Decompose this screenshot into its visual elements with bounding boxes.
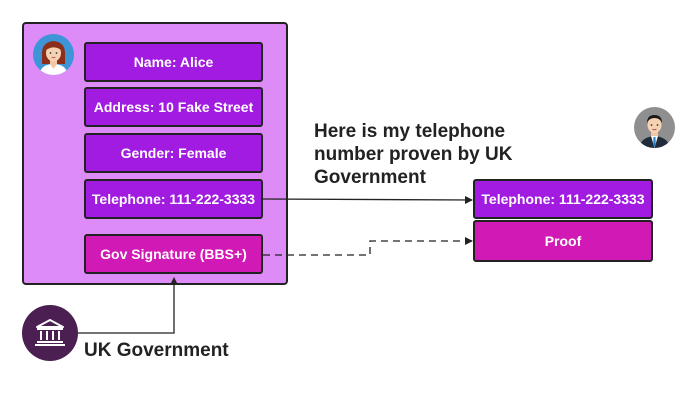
proof-box: Proof <box>473 220 653 262</box>
attribute-name: Name: Alice <box>84 42 263 82</box>
telephone-arrow <box>262 195 473 204</box>
presented-telephone: Telephone: 111-222-3333 <box>473 179 653 219</box>
issuer-signature-arrow <box>78 277 178 334</box>
attribute-address: Address: 10 Fake Street <box>84 87 263 127</box>
woman-avatar-icon <box>33 34 74 75</box>
gov-signature: Gov Signature (BBS+) <box>84 234 263 274</box>
government-building-icon <box>22 305 78 361</box>
attribute-telephone: Telephone: 111-222-3333 <box>84 179 263 219</box>
man-avatar-icon <box>634 107 675 148</box>
issuer-label: UK Government <box>84 340 229 361</box>
attribute-gender: Gender: Female <box>84 133 263 173</box>
message-text: Here is my telephone number proven by UK… <box>314 121 513 188</box>
signature-proof-arrow <box>263 237 473 256</box>
